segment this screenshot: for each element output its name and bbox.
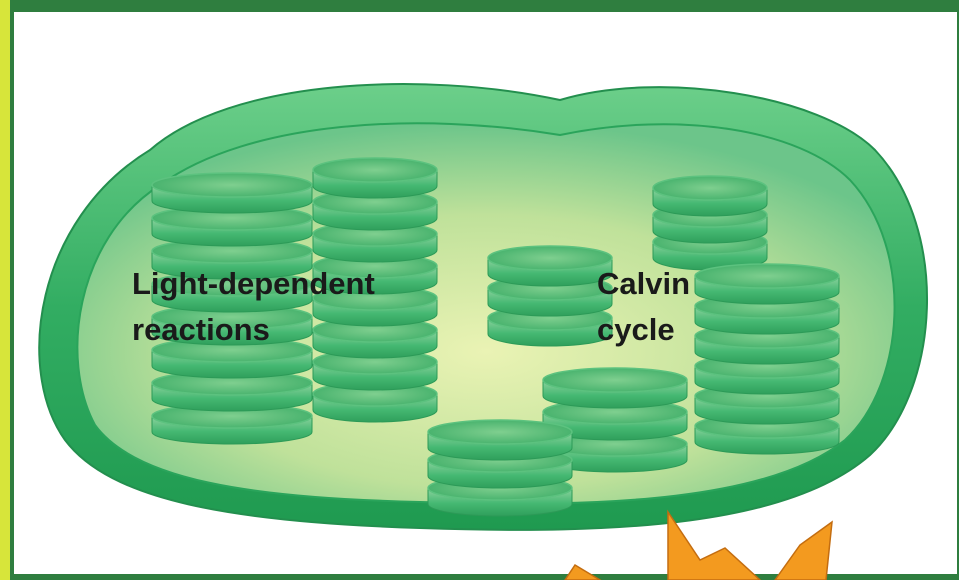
thylakoid-disk — [313, 158, 437, 198]
thylakoid-disk — [152, 173, 312, 213]
granum-bottom-front — [428, 420, 572, 516]
label-light-dependent-line2: reactions — [132, 312, 270, 347]
granum-top-right — [653, 176, 767, 270]
label-calvin-line2: cycle — [597, 312, 675, 347]
label-calvin-line1: Calvin — [597, 266, 690, 301]
granum-center — [488, 246, 612, 346]
yellow-edge — [0, 0, 10, 580]
thylakoid-disk — [428, 420, 572, 460]
thylakoid-disk — [488, 246, 612, 286]
granum-right — [695, 264, 839, 454]
label-light-dependent-line1: Light-dependent — [132, 266, 375, 301]
thylakoid-disk — [695, 264, 839, 304]
thylakoid-disk — [653, 176, 767, 216]
granum-left-front — [152, 173, 312, 444]
thylakoid-disk — [543, 368, 687, 408]
